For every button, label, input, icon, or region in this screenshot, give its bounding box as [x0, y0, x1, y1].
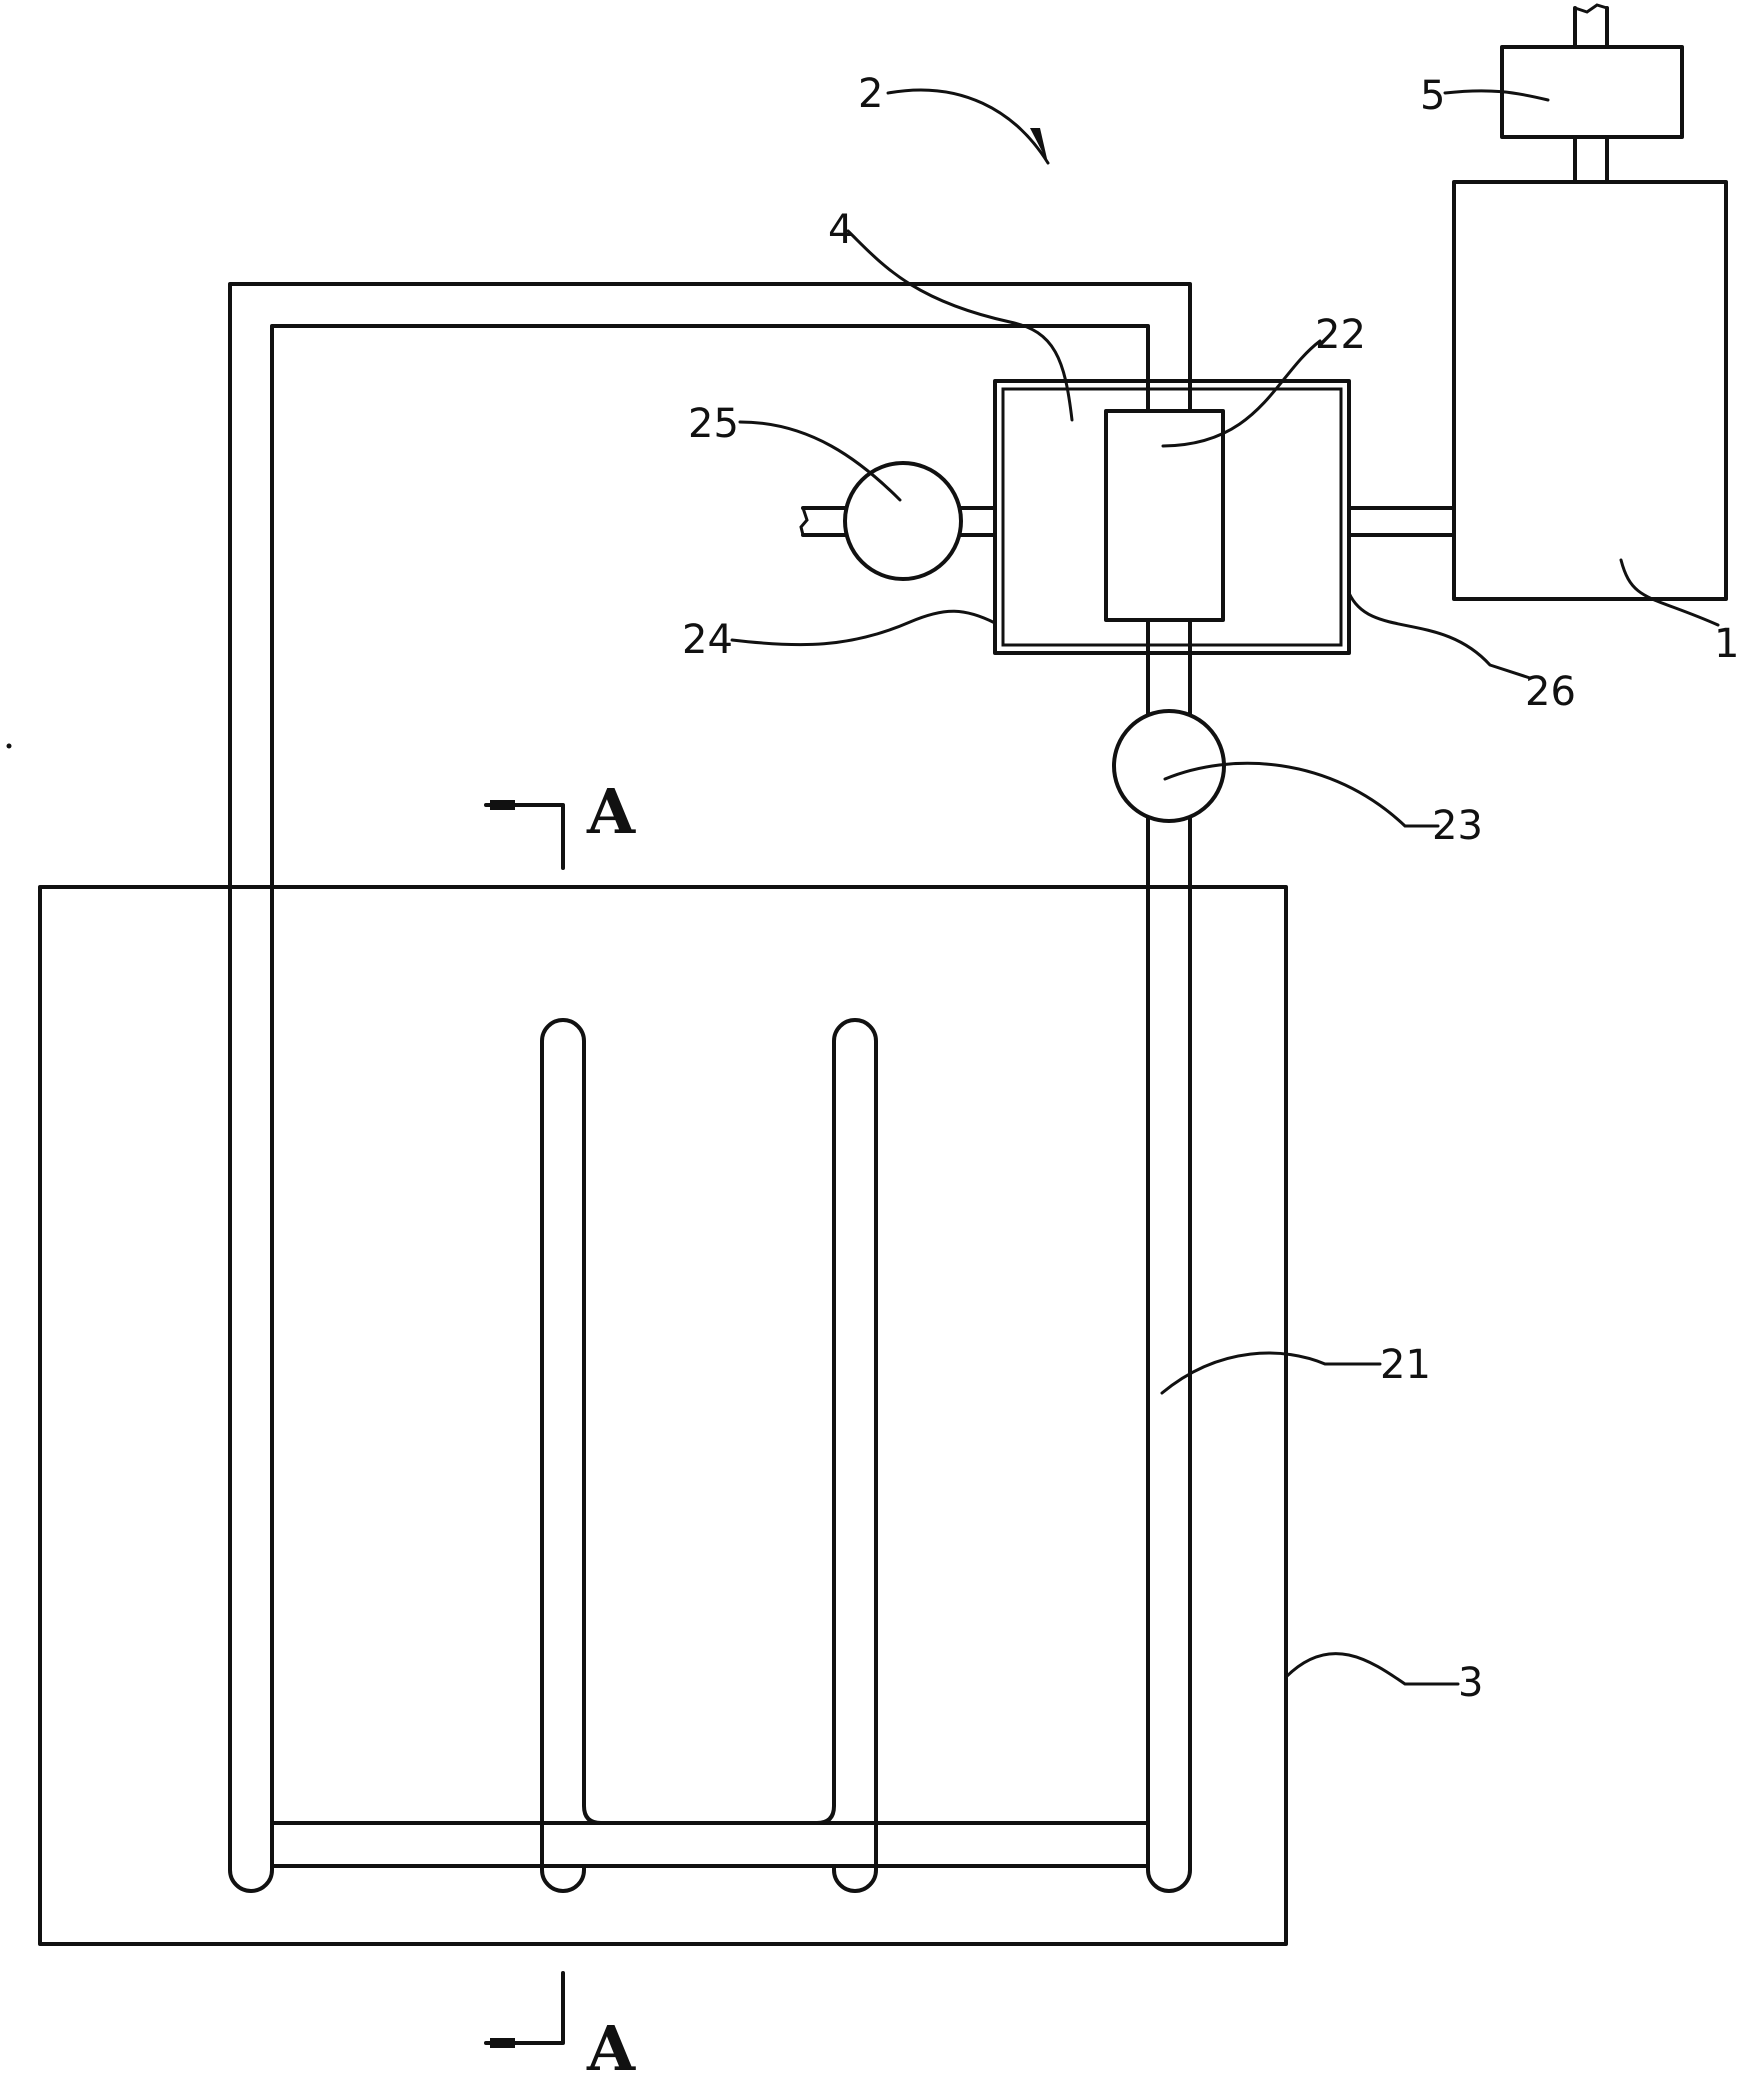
- leader-22: [1161, 339, 1322, 448]
- leader-2-arrowhead: [1030, 128, 1048, 163]
- label-24: 24: [682, 617, 733, 663]
- component-5-box: [1500, 45, 1684, 139]
- housing-26-outer: [993, 379, 1351, 655]
- section-marker-bottom-tick: [490, 2038, 515, 2048]
- label-26: 26: [1525, 669, 1576, 715]
- valve-25: [843, 461, 963, 581]
- leader-25: [738, 420, 902, 502]
- tank-body: [38, 885, 1288, 1946]
- leader-26: [1347, 591, 1532, 680]
- u-tube-heat-exchanger: [540, 1018, 878, 1893]
- leader-2: [886, 88, 1050, 165]
- leader-5: [1443, 89, 1550, 102]
- unit-1-box: [1452, 180, 1728, 601]
- leader-21: [1160, 1351, 1382, 1395]
- label-2: 2: [858, 71, 883, 117]
- stray-dot: [6, 743, 12, 749]
- valve-23: [1112, 709, 1226, 823]
- label-25: 25: [688, 401, 739, 447]
- leader-23: [1163, 761, 1440, 828]
- label-4: 4: [828, 207, 853, 253]
- housing-26-inner: [1001, 387, 1343, 647]
- top-stub-break: [1573, 3, 1609, 14]
- leader-1: [1619, 558, 1720, 627]
- section-marker-top: [484, 803, 565, 870]
- section-marker-bottom: [484, 1971, 565, 2045]
- pipe-loop-outer: [228, 282, 1192, 1893]
- inlet-pipe-break: [799, 506, 809, 537]
- label-23: 23: [1432, 803, 1483, 849]
- label-22: 22: [1315, 312, 1366, 358]
- label-3: 3: [1458, 1660, 1483, 1706]
- section-label-top: A: [586, 775, 636, 848]
- leader-4: [846, 229, 1074, 422]
- leader-3: [1284, 1652, 1460, 1686]
- section-label-bottom: A: [586, 2012, 636, 2078]
- label-1: 1: [1714, 621, 1739, 667]
- label-21: 21: [1380, 1342, 1431, 1388]
- section-marker-top-tick: [490, 800, 515, 810]
- leader-24: [730, 609, 997, 647]
- label-5: 5: [1420, 73, 1445, 119]
- component-22-box: [1104, 409, 1225, 622]
